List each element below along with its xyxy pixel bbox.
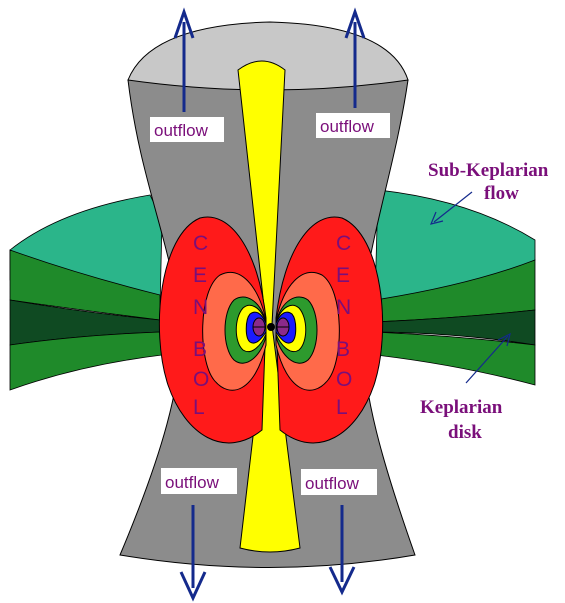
- svg-text:C: C: [193, 232, 208, 255]
- keplarian-label: Keplarian disk: [420, 397, 503, 443]
- outflow-label-top-left: outflow: [150, 117, 224, 142]
- black-hole-dot: [267, 323, 275, 331]
- disk-right: [375, 190, 535, 385]
- svg-text:outflow: outflow: [154, 121, 209, 140]
- svg-text:outflow: outflow: [165, 473, 220, 492]
- disk-left: [10, 195, 162, 390]
- svg-text:L: L: [336, 396, 348, 419]
- svg-text:N: N: [336, 296, 351, 319]
- svg-text:O: O: [193, 368, 209, 391]
- svg-text:Sub-Keplarian: Sub-Keplarian: [428, 160, 549, 181]
- svg-text:outflow: outflow: [320, 117, 375, 136]
- svg-text:E: E: [193, 264, 207, 287]
- svg-text:B: B: [193, 338, 207, 361]
- svg-text:outflow: outflow: [305, 474, 360, 493]
- outflow-label-bottom-left: outflow: [161, 468, 237, 494]
- outflow-label-bottom-right: outflow: [301, 469, 377, 495]
- svg-text:Keplarian: Keplarian: [420, 397, 503, 418]
- svg-text:E: E: [336, 264, 350, 287]
- svg-text:N: N: [193, 296, 208, 319]
- svg-text:flow: flow: [484, 183, 519, 204]
- svg-text:B: B: [336, 338, 350, 361]
- svg-text:disk: disk: [448, 422, 482, 443]
- outflow-label-top-right: outflow: [316, 113, 390, 138]
- sub-keplarian-label: Sub-Keplarian flow: [428, 160, 549, 204]
- svg-text:C: C: [336, 232, 351, 255]
- svg-text:L: L: [193, 396, 205, 419]
- svg-text:O: O: [336, 368, 352, 391]
